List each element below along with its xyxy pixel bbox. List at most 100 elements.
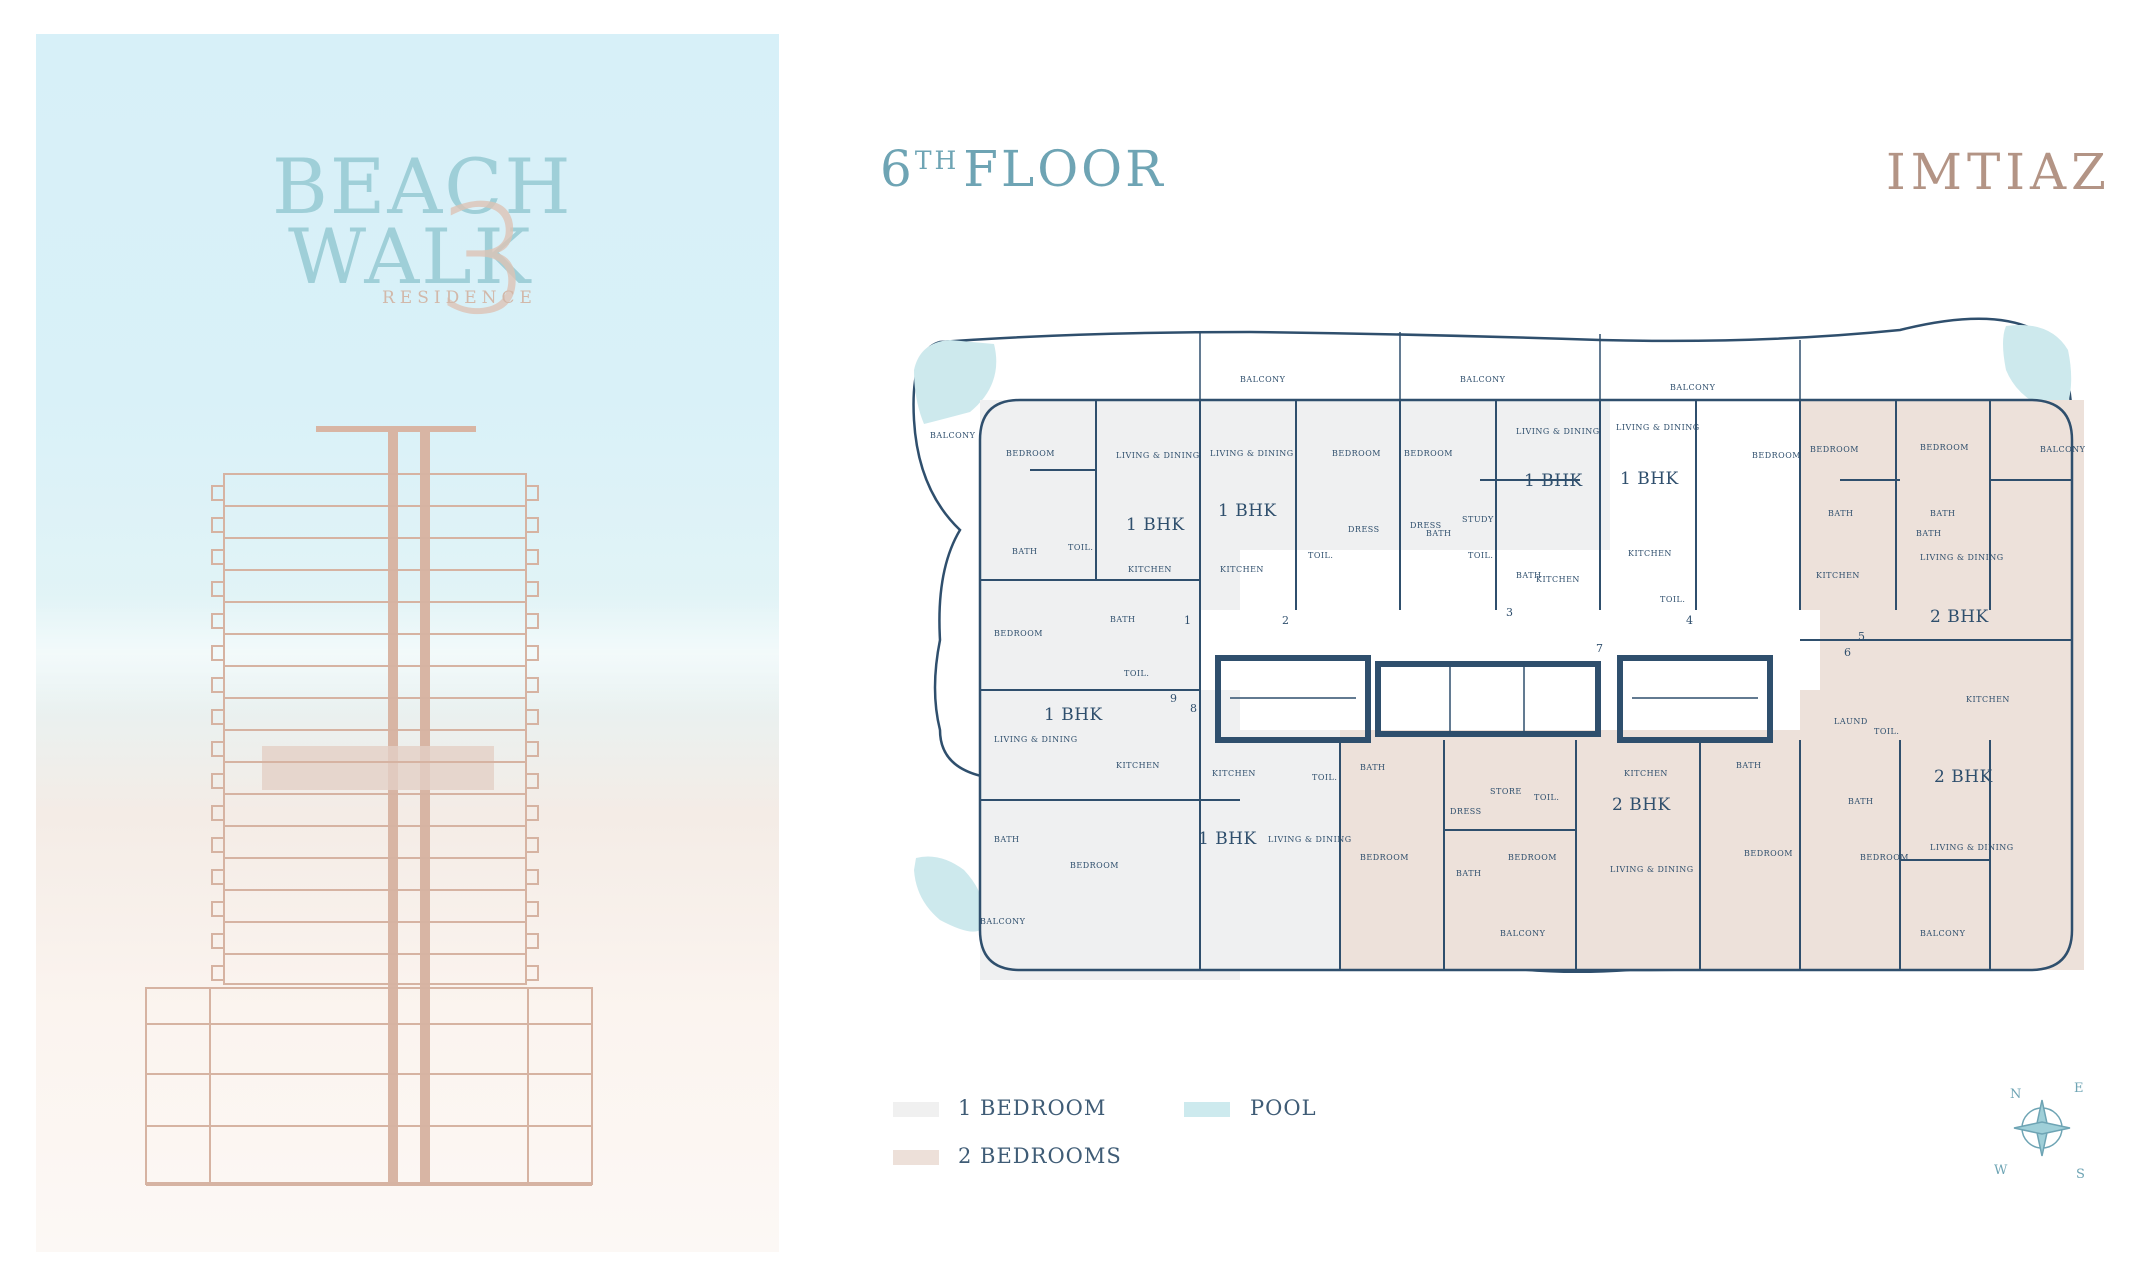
label-toil-6: TOIL. [1312, 773, 1337, 782]
label-kitchen-8: KITCHEN [1212, 769, 1256, 778]
label-2bhk-3: 2 BHK [1934, 767, 1993, 787]
balcony-rail [211, 645, 225, 661]
pool-sw [914, 856, 984, 932]
logo-walk: WALK [288, 212, 533, 301]
balcony-rail [525, 485, 539, 501]
label-living-6: LIVING & DINING [994, 735, 1078, 744]
balcony-rail [525, 773, 539, 789]
stair-core-east [1617, 655, 1773, 743]
floor-word: FLOOR [963, 140, 1166, 198]
label-balcony-8: BALCONY [1920, 929, 1966, 938]
label-balcony-4: BALCONY [930, 431, 976, 440]
label-living-1: LIVING & DINING [1116, 451, 1200, 460]
label-kitchen-1: KITCHEN [1128, 565, 1172, 574]
compass-s: S [2076, 1167, 2085, 1180]
legend-label-one-bedroom: 1 BEDROOM [958, 1096, 1107, 1120]
building-shell [978, 398, 2074, 972]
unit-number-6: 6 [1844, 646, 1852, 659]
corridor [1200, 610, 1820, 690]
balcony-rail [211, 901, 225, 917]
label-bath-12: BATH [1848, 797, 1874, 806]
building-elevation [36, 426, 779, 1186]
label-kitchen-6: KITCHEN [1966, 695, 2010, 704]
balcony-rail [211, 741, 225, 757]
label-kitchen-3: KITCHEN [1536, 575, 1580, 584]
balcony-rail [211, 581, 225, 597]
elevator-core [1375, 661, 1601, 737]
label-bedroom-2: BEDROOM [1332, 449, 1381, 458]
label-bedroom-8: BEDROOM [1070, 861, 1119, 870]
unit-number-7: 7 [1596, 642, 1604, 655]
unit-number-5: 5 [1858, 630, 1866, 643]
label-bedroom-11: BEDROOM [1744, 849, 1793, 858]
label-bath-10: BATH [1456, 869, 1482, 878]
label-bath-11: BATH [1736, 761, 1762, 770]
label-bedroom-4: BEDROOM [1752, 451, 1801, 460]
label-bath-8: BATH [994, 835, 1020, 844]
label-dress-2: DRESS [1410, 521, 1442, 530]
balcony-rail [525, 933, 539, 949]
label-balcony-1: BALCONY [1240, 375, 1286, 384]
label-bedroom-12: BEDROOM [1860, 853, 1909, 862]
balcony-rail [525, 549, 539, 565]
balcony-rail [525, 837, 539, 853]
building-elevation-panel: BEACH WALK 3 RESIDENCE [36, 34, 779, 1252]
balcony-rail [211, 773, 225, 789]
two-bed-zone-south [1340, 730, 1800, 970]
balcony-rail [525, 869, 539, 885]
label-toil-5: TOIL. [1124, 669, 1149, 678]
label-bedroom-1: BEDROOM [1006, 449, 1055, 458]
label-bath-7: BATH [1110, 615, 1136, 624]
balcony-rail [211, 805, 225, 821]
unit-number-1: 1 [1184, 614, 1192, 627]
balcony-rail [211, 965, 225, 981]
label-bath-9: BATH [1360, 763, 1386, 772]
label-living-8: LIVING & DINING [1610, 865, 1694, 874]
legend-swatch-two-bedrooms [893, 1150, 939, 1165]
unit-number-4: 4 [1686, 614, 1694, 627]
label-1bhk-1: 1 BHK [1126, 515, 1185, 535]
brand-logo: IMTIAZ [1886, 143, 2111, 201]
label-living-5: LIVING & DINING [1920, 553, 2004, 562]
balcony-rail [525, 645, 539, 661]
balcony-rail [525, 677, 539, 693]
label-bath-6: BATH [1930, 509, 1956, 518]
balcony-rail [525, 965, 539, 981]
balcony-rail [525, 709, 539, 725]
label-kitchen-2: KITCHEN [1220, 565, 1264, 574]
compass-n: N [2010, 1087, 2021, 1102]
balcony-rail [525, 613, 539, 629]
legend-swatch-pool [1184, 1102, 1230, 1117]
label-toil-4: TOIL. [1660, 595, 1685, 604]
label-kitchen-9: KITCHEN [1624, 769, 1668, 778]
label-1bhk-3: 1 BHK [1524, 471, 1583, 491]
label-toil-8: TOIL. [1874, 727, 1899, 736]
label-living-2: LIVING & DINING [1210, 449, 1294, 458]
balcony-rail [525, 805, 539, 821]
floor-number: 6 [880, 140, 915, 198]
logo-number: 3 [436, 174, 534, 348]
label-bedroom-3: BEDROOM [1404, 449, 1453, 458]
label-bath-4: BATH [1916, 529, 1942, 538]
balcony-rail [211, 549, 225, 565]
balcony-rail [525, 741, 539, 757]
compass-icon: N E S W [1994, 1081, 2085, 1180]
label-dress-3: DRESS [1450, 807, 1482, 816]
label-bedroom-6: BEDROOM [1920, 443, 1969, 452]
legend-swatch-one-bedroom [893, 1102, 939, 1117]
balcony-rail [211, 837, 225, 853]
floor-plan: BALCONY BALCONY BALCONY BALCONY BALCONY … [912, 317, 2085, 980]
label-living-9: LIVING & DINING [1930, 843, 2014, 852]
label-laund: LAUND [1834, 717, 1868, 726]
label-balcony-2: BALCONY [1460, 375, 1506, 384]
label-bath-5: BATH [1828, 509, 1854, 518]
label-balcony-3: BALCONY [1670, 383, 1716, 392]
balcony-rail [525, 901, 539, 917]
label-bath-2: BATH [1426, 529, 1452, 538]
compass-e: E [2074, 1081, 2084, 1096]
balcony-rail [211, 517, 225, 533]
label-kitchen-4: KITCHEN [1628, 549, 1672, 558]
label-living-4: LIVING & DINING [1616, 423, 1700, 432]
balcony-rail [211, 869, 225, 885]
label-toil-3: TOIL. [1468, 551, 1493, 560]
